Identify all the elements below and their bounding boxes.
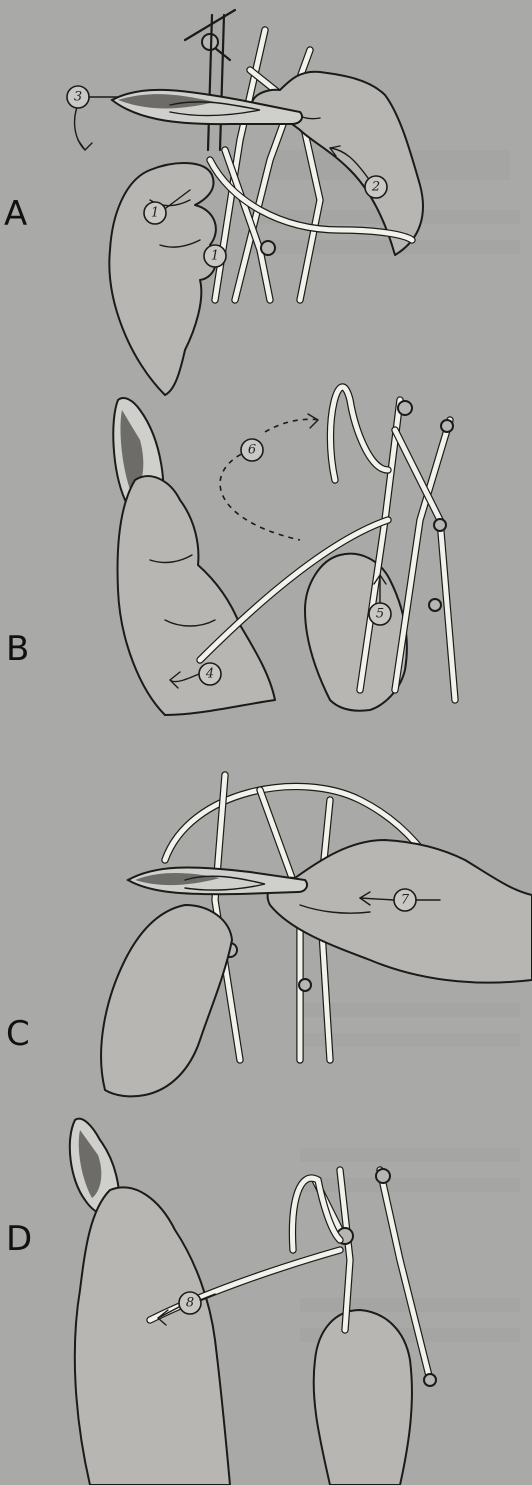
- panel-b-callout-6-label: 6: [248, 443, 256, 458]
- panel-a-callout-1b-label: 1: [211, 249, 219, 264]
- panel-a-callout-2-label: 2: [371, 180, 380, 195]
- panel-b-callout-4-label: 4: [205, 667, 214, 682]
- panel-b-letter: B: [6, 629, 29, 669]
- panel-c-callout-7-label: 7: [401, 893, 410, 908]
- panel-b-callout-5-label: 5: [376, 607, 384, 622]
- panel-a-callout-1a-label: 1: [151, 206, 159, 221]
- panel-d-letter: D: [6, 1219, 32, 1259]
- panel-d-right-hand: [314, 1310, 412, 1485]
- panel-c-letter: C: [6, 1014, 30, 1054]
- panel-a-letter: A: [4, 194, 27, 234]
- panel-d-callout-8-label: 8: [186, 1296, 194, 1311]
- panel-a-callout-3-label: 3: [74, 90, 82, 105]
